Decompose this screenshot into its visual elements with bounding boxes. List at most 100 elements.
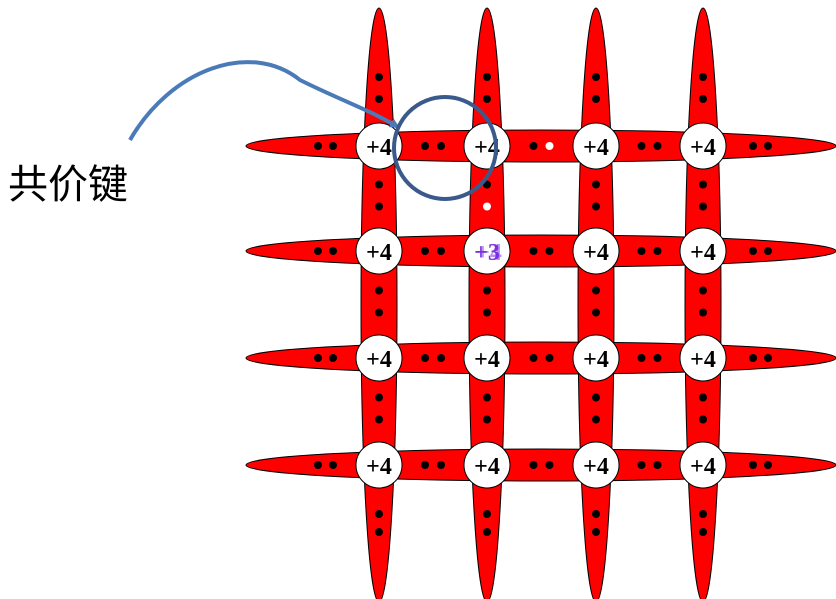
electron: [529, 354, 538, 362]
ion-circle: [355, 122, 403, 170]
electron: [483, 393, 491, 402]
ion-group: +4+4+4+4+4+4+3+4+4+4+4+4+4+4+4+4+4: [355, 122, 727, 489]
electron: [375, 95, 383, 103]
hole: [483, 202, 491, 211]
electron: [749, 354, 757, 362]
electron: [421, 461, 429, 469]
electron: [483, 415, 491, 424]
impurity-charge-label: +3: [474, 240, 500, 266]
ion-circle: [679, 122, 727, 170]
ion-charge-label: +4: [583, 135, 609, 161]
electron: [314, 354, 322, 362]
electron: [314, 142, 322, 150]
electron: [699, 528, 707, 536]
ion-circle: [355, 441, 403, 489]
electron: [375, 415, 383, 424]
electron: [529, 247, 538, 255]
electron: [653, 354, 662, 362]
ion-charge-label: +4: [583, 454, 609, 480]
ion-charge-label: +4: [690, 347, 716, 373]
ion-2-3: +4: [679, 334, 727, 382]
electron-pair-group: [314, 73, 772, 536]
electron: [592, 286, 600, 295]
electron: [545, 247, 554, 255]
ion-0-1: +4: [463, 122, 511, 170]
electron: [483, 528, 491, 536]
electron: [637, 461, 646, 469]
ion-charge-label: +4: [690, 135, 716, 161]
ion-0-0: +4: [355, 122, 403, 170]
electron: [329, 461, 337, 469]
ion-1-0: +4: [355, 227, 403, 275]
ion-circle: [679, 227, 727, 275]
electron: [637, 142, 646, 150]
electron: [592, 510, 600, 518]
electron: [699, 73, 707, 81]
ion-circle: [572, 122, 620, 170]
electron: [699, 415, 707, 424]
electron: [529, 461, 538, 469]
ion-1-3: +4: [679, 227, 727, 275]
electron: [764, 247, 772, 255]
ion-3-3: +4: [679, 441, 727, 489]
electron: [699, 180, 707, 189]
ion-circle: [355, 227, 403, 275]
electron: [483, 73, 491, 81]
hole: [545, 142, 554, 150]
ion-charge-label: +4: [366, 347, 392, 373]
electron: [749, 247, 757, 255]
electron: [437, 247, 445, 255]
electron: [699, 95, 707, 103]
impurity-charge-label-overlay: +4: [476, 240, 502, 266]
electron: [699, 308, 707, 317]
ion-circle: [572, 441, 620, 489]
ion-charge-label: +4: [366, 454, 392, 480]
electron: [699, 510, 707, 518]
electron: [653, 461, 662, 469]
electron: [375, 308, 383, 317]
electron: [421, 142, 429, 150]
electron: [764, 354, 772, 362]
electron: [329, 142, 337, 150]
electron: [592, 528, 600, 536]
covalent-bond-highlight-circle: [392, 95, 498, 201]
electron: [592, 415, 600, 424]
ion-charge-label: +4: [690, 240, 716, 266]
electron: [764, 461, 772, 469]
ion-charge-label: +4: [583, 240, 609, 266]
covalent-bond-label: 共价键: [8, 162, 128, 208]
vertical-bond-group: [360, 7, 722, 599]
electron: [653, 247, 662, 255]
electron: [375, 73, 383, 81]
electron: [329, 354, 337, 362]
electron: [375, 510, 383, 518]
electron: [699, 393, 707, 402]
electron: [437, 354, 445, 362]
electron: [637, 354, 646, 362]
electron: [749, 142, 757, 150]
electron: [421, 354, 429, 362]
electron: [375, 286, 383, 295]
electron: [592, 393, 600, 402]
electron: [314, 247, 322, 255]
electron: [483, 286, 491, 295]
ion-charge-label: +4: [474, 347, 500, 373]
electron: [375, 202, 383, 211]
ion-circle: [463, 227, 511, 275]
annotation-group: [128, 60, 498, 201]
pointer-arrow: [128, 60, 400, 141]
electron: [592, 73, 600, 81]
electron: [437, 461, 445, 469]
horizontal-bond-group: [245, 129, 836, 482]
ion-circle: [572, 334, 620, 382]
electron: [375, 180, 383, 189]
electron: [375, 528, 383, 536]
electron: [529, 142, 538, 150]
electron: [592, 308, 600, 317]
electron: [592, 95, 600, 103]
ion-3-1: +4: [463, 441, 511, 489]
ion-charge-label: +4: [366, 135, 392, 161]
ion-circle: [463, 441, 511, 489]
electron: [545, 461, 554, 469]
